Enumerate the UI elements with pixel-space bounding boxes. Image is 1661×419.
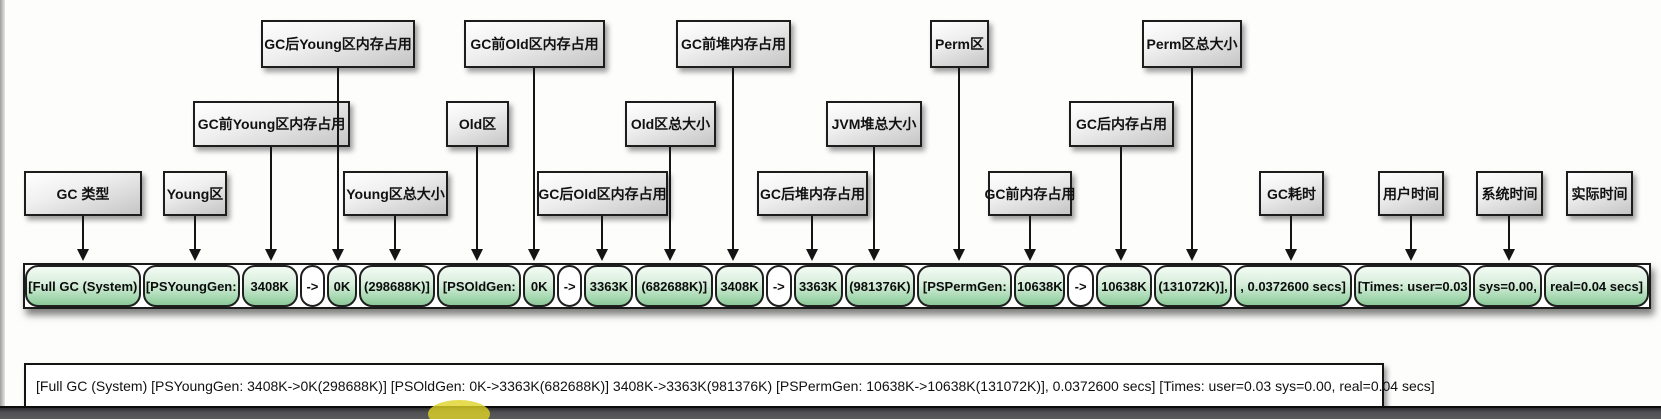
arrow-old-before-gc	[527, 68, 541, 261]
segment-arrow-4: ->	[1067, 265, 1094, 307]
label-young-total-size: Young区总大小	[343, 171, 448, 216]
window-edge-left	[0, 0, 5, 419]
label-young-before-gc: GC前Young区内存占用	[193, 101, 350, 147]
arrow-young-region	[188, 216, 202, 261]
label-old-total-size: Old区总大小	[625, 101, 716, 147]
label-perm-total-size: Perm区总大小	[1142, 20, 1242, 68]
segment-arrow-3: ->	[766, 265, 792, 307]
label-heap-after-gc: GC后堆内存占用	[757, 171, 868, 216]
highlight-marker	[428, 400, 490, 419]
segment-old-before: 0K	[523, 265, 555, 307]
segment-perm-before: 10638K	[1014, 265, 1066, 307]
segment-perm-after: 10638K	[1095, 265, 1152, 307]
label-old-before-gc: GC前Old区内存占用	[464, 20, 605, 68]
segment-times-real: real=0.04 secs]	[1544, 265, 1650, 307]
arrow-old-region	[470, 147, 484, 261]
label-sys-time: 系统时间	[1476, 171, 1543, 216]
arrow-heap-after-gc	[805, 216, 819, 261]
segment-young-total: (298688K)]	[358, 265, 436, 307]
segment-old-total: (682688K)]	[635, 265, 713, 307]
arrow-young-total-size	[388, 216, 402, 261]
arrow-heap-before-gc	[726, 68, 740, 261]
arrow-old-total-size	[663, 147, 677, 261]
label-user-time: 用户时间	[1378, 171, 1444, 216]
segment-young-after: 0K	[327, 265, 357, 307]
gc-log-segments-row: [Full GC (System) [PSYoungGen: 3408K -> …	[23, 263, 1651, 309]
segment-arrow-2: ->	[556, 265, 583, 307]
label-perm-after-gc: GC后内存占用	[1069, 101, 1174, 147]
arrow-perm-after-gc	[1114, 147, 1128, 261]
arrow-user-time	[1404, 216, 1418, 261]
segment-arrow-1: ->	[299, 265, 326, 307]
arrow-gc-type	[76, 216, 90, 261]
segment-perm-total: (131072K)],	[1153, 265, 1233, 307]
label-old-after-gc: GC后Old区内存占用	[537, 171, 668, 216]
label-heap-before-gc: GC前堆内存占用	[676, 20, 791, 68]
label-perm-region: Perm区	[930, 20, 989, 68]
segment-psoldgen: [PSOldGen:	[437, 265, 522, 307]
segment-heap-before: 3408K	[714, 265, 765, 307]
label-gc-elapsed-time: GC耗时	[1259, 171, 1324, 216]
arrow-perm-total-size	[1185, 68, 1199, 261]
segment-young-before: 3408K	[241, 265, 298, 307]
label-real-time: 实际时间	[1566, 171, 1633, 216]
segment-heap-total: (981376K)	[844, 265, 916, 307]
label-young-region: Young区	[163, 171, 227, 216]
gc-log-line-text: [Full GC (System) [PSYoungGen: 3408K->0K…	[36, 378, 1435, 394]
label-young-after-gc: GC后Young区内存占用	[261, 20, 415, 68]
segment-old-after: 3363K	[584, 265, 634, 307]
bottom-bar	[0, 406, 1661, 419]
arrow-young-after-gc	[331, 68, 345, 261]
segment-heap-after: 3363K	[793, 265, 843, 307]
label-old-region: Old区	[446, 101, 509, 147]
segment-psyounggen: [PSYoungGen:	[142, 265, 240, 307]
label-perm-before-gc: GC前内存占用	[985, 171, 1076, 216]
gc-log-line-box: [Full GC (System) [PSYoungGen: 3408K->0K…	[24, 363, 1435, 409]
arrow-gc-elapsed-time	[1284, 216, 1298, 261]
arrow-young-before-gc	[264, 147, 278, 261]
arrow-old-after-gc	[595, 216, 609, 261]
segment-gc-time: , 0.0372600 secs]	[1234, 265, 1352, 307]
segment-times-sys: sys=0.00,	[1473, 265, 1543, 307]
arrow-perm-before-gc	[1023, 216, 1037, 261]
label-jvm-heap-total-size: JVM堆总大小	[826, 101, 922, 147]
arrow-sys-time	[1502, 216, 1516, 261]
arrow-jvm-heap-total-size	[867, 147, 881, 261]
segment-full-gc: [Full GC (System)	[25, 265, 141, 307]
label-gc-type: GC 类型	[24, 171, 142, 216]
segment-times-user: [Times: user=0.03	[1353, 265, 1472, 307]
segment-pspermgen: [PSPermGen:	[917, 265, 1013, 307]
arrow-perm-region	[952, 68, 966, 261]
